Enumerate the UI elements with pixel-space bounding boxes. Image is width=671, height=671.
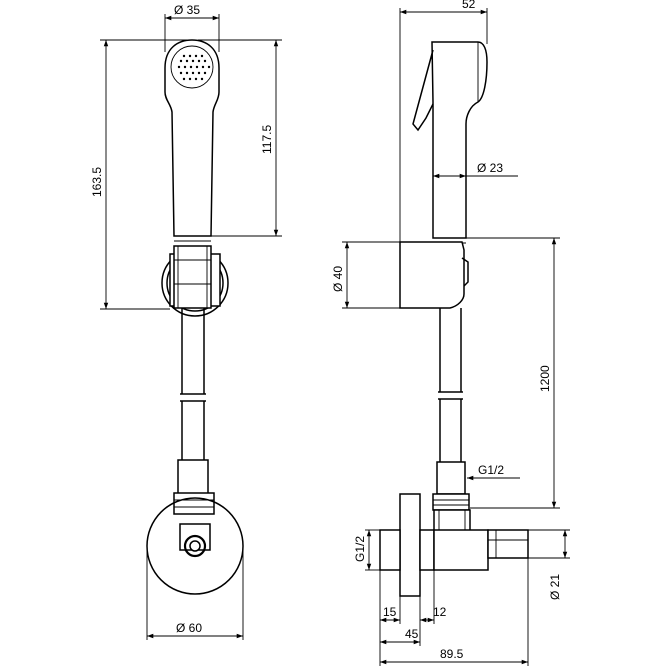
dim-side-thread-left: G1/2: [353, 529, 380, 571]
dim-front-total-height: 163.5: [90, 39, 190, 310]
side-hose: [438, 308, 463, 462]
label-front-total-height: 163.5: [90, 167, 104, 197]
dim-side-handle-diameter: Ø 23: [433, 161, 518, 179]
dim-side-total-width: 52: [399, 0, 488, 242]
front-outlet: [183, 534, 207, 558]
dim-side-depths: 15 12 45 89.5: [379, 558, 529, 666]
dim-side-pipe-diameter: Ø 21: [528, 529, 570, 600]
front-hose: [180, 308, 206, 460]
dim-side-holder-diameter: Ø 40: [331, 241, 400, 309]
front-shower-handle: [164, 39, 220, 237]
dim-front-head-diameter: Ø 35: [164, 3, 220, 52]
label-front-handle-height: 117.5: [260, 125, 274, 154]
label-side-handle-diameter: Ø 23: [477, 161, 503, 175]
side-view: 52 Ø 23 Ø 40 1200 G1/2 G1/2: [331, 0, 570, 666]
label-front-head-diameter: Ø 35: [174, 3, 200, 17]
side-shower-head: [431, 41, 488, 239]
side-holder: [399, 241, 465, 309]
dim-front-plate-diameter: Ø 60: [146, 546, 244, 640]
label-side-depth-45: 45: [405, 627, 419, 641]
front-connector-nut: [177, 459, 209, 495]
label-side-hose-length: 1200: [538, 365, 552, 392]
label-side-total-width: 52: [462, 0, 476, 11]
label-side-holder-diameter: Ø 40: [331, 266, 345, 292]
front-spray-nozzles-icon: [177, 54, 211, 81]
label-front-plate-diameter: Ø 60: [176, 621, 202, 635]
side-angle-valve: [379, 461, 529, 597]
dim-side-thread-top: G1/2: [467, 463, 520, 481]
label-side-depth-12: 12: [433, 605, 447, 619]
label-side-depth-15: 15: [383, 605, 397, 619]
front-head-ring: [170, 45, 214, 89]
label-side-thread-top: G1/2: [478, 463, 504, 477]
side-pipe: [487, 529, 529, 559]
dim-front-handle-height: 117.5: [198, 39, 282, 237]
side-trigger-lever: [412, 49, 434, 132]
side-wall-flange: [399, 493, 421, 597]
front-view: Ø 35 163.5 117.5 Ø 60: [90, 3, 282, 640]
label-side-depth-total: 89.5: [440, 647, 464, 661]
label-side-thread-left: G1/2: [353, 536, 367, 562]
label-side-pipe-diameter: Ø 21: [548, 574, 562, 600]
dim-side-hose-length: 1200: [466, 237, 560, 509]
